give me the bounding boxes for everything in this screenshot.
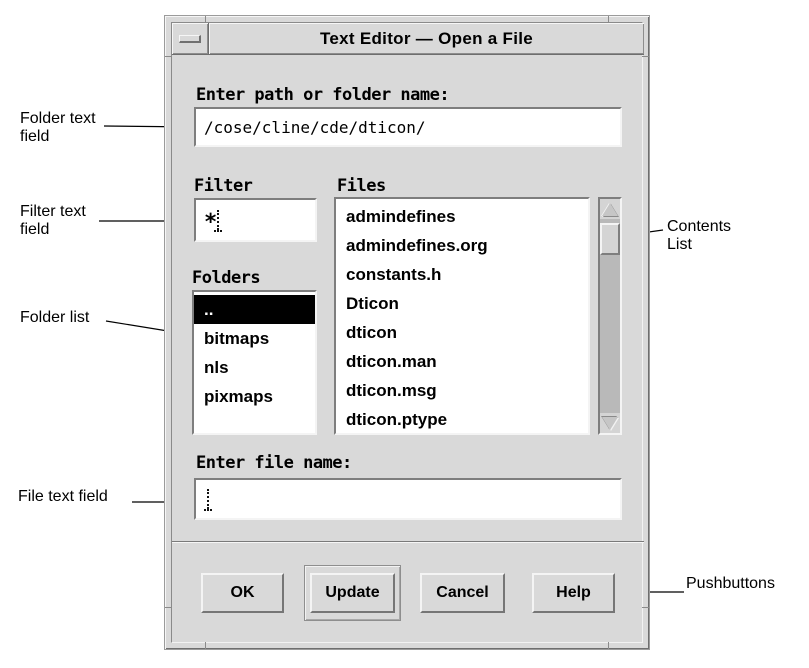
open-file-dialog: Text Editor — Open a File Enter path or … — [164, 15, 650, 650]
frame-notch — [205, 642, 206, 649]
files-label: Files — [337, 176, 386, 196]
file-item[interactable]: admindefines — [346, 207, 456, 226]
text-cursor-icon — [214, 209, 223, 232]
annotation-folder-list: Folder list — [20, 309, 90, 326]
arrow-up-icon — [602, 202, 618, 216]
files-scrollbar[interactable] — [598, 197, 622, 435]
filter-input[interactable]: * — [194, 198, 317, 242]
annotation-file-text-field: File text field — [18, 488, 108, 505]
filename-input[interactable] — [194, 478, 622, 520]
path-value: /cose/cline/cde/dticon/ — [204, 117, 426, 137]
ok-button[interactable]: OK — [201, 573, 284, 613]
frame-notch — [642, 56, 649, 57]
window-menu-dash-icon — [179, 34, 201, 43]
file-item[interactable]: admindefines.org — [346, 236, 488, 255]
annotation-pushbuttons: Pushbuttons — [686, 575, 775, 592]
file-item[interactable]: dticon.man — [346, 352, 437, 371]
annotation-filter-text-field: Filter text field — [20, 203, 86, 238]
file-item[interactable]: Dticon — [346, 294, 399, 313]
window-menu-button[interactable] — [172, 23, 209, 54]
annotation-folder-text-field: Folder text field — [20, 110, 96, 145]
file-item[interactable]: dticon — [346, 323, 397, 342]
annotation-contents-list: Contents List — [667, 218, 732, 253]
window-title-text: Text Editor — Open a File — [319, 28, 534, 48]
folder-item[interactable]: .. — [194, 295, 315, 324]
path-input[interactable]: /cose/cline/cde/dticon/ — [194, 107, 622, 147]
file-item[interactable]: dticon.ptype — [346, 410, 448, 429]
scroll-up-button[interactable] — [600, 199, 620, 219]
frame-notch — [608, 16, 609, 23]
frame-notch — [205, 16, 206, 23]
title-bar[interactable]: Text Editor — Open a File — [172, 23, 644, 55]
frame-notch — [165, 607, 172, 608]
update-default-cage — [304, 565, 401, 621]
file-item[interactable]: dticon.msg — [346, 381, 437, 400]
cancel-button[interactable]: Cancel — [420, 573, 505, 613]
file-item[interactable]: constants.h — [346, 265, 442, 284]
scrollbar-thumb[interactable] — [600, 223, 620, 255]
folder-item[interactable]: pixmaps — [204, 387, 273, 406]
folder-item[interactable]: nls — [204, 358, 229, 377]
frame-notch — [642, 607, 649, 608]
frame-notch — [165, 56, 172, 57]
filter-label: Filter — [194, 176, 253, 196]
folders-list[interactable]: .. bitmaps nls pixmaps — [192, 290, 317, 435]
frame-notch — [608, 642, 609, 649]
path-label: Enter path or folder name: — [196, 85, 450, 105]
folder-item[interactable]: bitmaps — [204, 329, 270, 348]
scroll-down-button[interactable] — [600, 413, 620, 433]
button-separator — [172, 541, 644, 543]
update-button[interactable]: Update — [310, 573, 395, 613]
arrow-down-icon — [602, 416, 618, 430]
filename-label: Enter file name: — [196, 453, 352, 473]
text-cursor-icon — [204, 488, 212, 511]
folders-label: Folders — [192, 268, 261, 288]
window-title: Text Editor — Open a File — [209, 23, 644, 54]
help-button[interactable]: Help — [532, 573, 615, 613]
